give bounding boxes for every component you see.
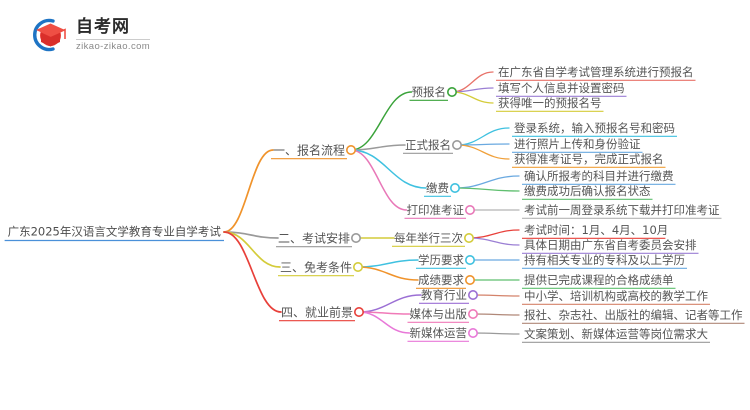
site-logo: 自考网 zikao-zikao.com bbox=[26, 12, 186, 58]
mindmap-node-l1[interactable] bbox=[350, 233, 361, 244]
mindmap-edge bbox=[358, 311, 411, 334]
mindmap-node-label: 具体日期由广东省自考委员会安排 bbox=[524, 238, 697, 252]
logo-title-cn: 自考网 bbox=[76, 17, 130, 37]
mindmap-edge bbox=[468, 229, 520, 239]
mindmap-node-label: 获得准考证号，完成正式报名 bbox=[514, 152, 664, 166]
logo-text-block: 自考网 zikao-zikao.com bbox=[76, 17, 151, 52]
mindmap-edge bbox=[350, 91, 413, 151]
mindmap-edge bbox=[472, 294, 520, 297]
mindmap-node-label: 缴费成功后确认报名状态 bbox=[524, 184, 651, 198]
mindmap-node-label: 打印准考证 bbox=[407, 203, 465, 217]
graduation-cap-logo-icon bbox=[26, 15, 70, 55]
mindmap-edge bbox=[451, 91, 494, 104]
mindmap-edge bbox=[451, 71, 494, 93]
mindmap-edge bbox=[472, 313, 520, 316]
mindmap-nodes bbox=[345, 87, 478, 338]
mindmap-node-label: 提供已完成课程的合格成绩单 bbox=[524, 273, 674, 287]
mindmap-node-label: 报社、杂志社、出版社的编辑、记者等工作 bbox=[524, 308, 743, 322]
mindmap-edge bbox=[451, 87, 494, 93]
mindmap-edge bbox=[223, 149, 274, 233]
mindmap-node-label: 一、报名流程 bbox=[273, 142, 345, 157]
mindmap-node-l2[interactable] bbox=[464, 274, 475, 285]
mindmap-edge bbox=[223, 231, 282, 313]
mindmap-underlines bbox=[4, 79, 745, 343]
mindmap-node-l1[interactable] bbox=[345, 145, 356, 156]
mindmap-edge bbox=[350, 149, 427, 189]
mindmap-node-l1[interactable] bbox=[352, 261, 363, 272]
mindmap-node-label: 文案策划、新媒体运营等岗位需求大 bbox=[524, 327, 708, 341]
mindmap-node-label: 在广东省自学考试管理系统进行预报名 bbox=[498, 65, 694, 79]
mindmap-node-label: 每年举行三次 bbox=[394, 231, 463, 245]
mindmap-node-label: 填写个人信息并设置密码 bbox=[498, 81, 625, 95]
mindmap-node-l2[interactable] bbox=[451, 140, 462, 151]
mindmap-node-label: 获得唯一的预报名号 bbox=[498, 96, 602, 110]
mindmap-node-label: 新媒体运营 bbox=[410, 326, 468, 340]
mindmap-node-l2[interactable] bbox=[464, 205, 475, 216]
mindmap-node-label: 考试前一周登录系统下载并打印准考证 bbox=[524, 203, 720, 217]
mindmap-edge bbox=[357, 266, 419, 281]
mindmap-edge bbox=[472, 332, 520, 335]
mindmap-edge bbox=[357, 259, 419, 268]
mindmap-labels: 广东2025年汉语言文学教育专业自学考试 一、报名流程 预报名 在广东省自学考试管理系… bbox=[8, 65, 743, 341]
mindmap-node-label: 媒体与出版 bbox=[410, 307, 468, 321]
mindmap-edge bbox=[468, 237, 520, 246]
mindmap-node-l2[interactable] bbox=[467, 327, 478, 338]
mindmap-edge bbox=[223, 231, 281, 268]
mindmap-node-label: 教育行业 bbox=[421, 288, 467, 302]
mindmap-node-label: 进行照片上传和身份验证 bbox=[514, 137, 641, 151]
mindmap-node-label: 学历要求 bbox=[418, 253, 464, 267]
mindmap-edge bbox=[456, 127, 510, 146]
mindmap-root-label: 广东2025年汉语言文学教育专业自学考试 bbox=[8, 224, 222, 238]
mindmap-edge bbox=[456, 144, 510, 160]
mindmap-node-label: 中小学、培训机构或高校的教学工作 bbox=[524, 289, 708, 303]
mindmap-node-label: 登录系统，输入预报名号和密码 bbox=[514, 121, 675, 135]
mindmap-node-l2[interactable] bbox=[464, 255, 475, 266]
mindmap-node-l1[interactable] bbox=[353, 306, 364, 317]
mindmap-node-l2[interactable] bbox=[467, 289, 478, 300]
mindmap-node-label: 缴费 bbox=[426, 181, 449, 195]
logo-divider bbox=[76, 39, 151, 40]
mindmap-node-l2[interactable] bbox=[449, 183, 460, 194]
mindmap-node-label: 正式报名 bbox=[405, 138, 451, 152]
mindmap-edge bbox=[350, 149, 408, 211]
mindmap-edge bbox=[454, 175, 520, 189]
logo-svg bbox=[33, 18, 66, 52]
mindmap-node-label: 持有相关专业的专科及以上学历 bbox=[524, 253, 685, 267]
mindmap-node-label: 二、考试安排 bbox=[278, 230, 350, 245]
logo-title-en: zikao-zikao.com bbox=[76, 41, 151, 52]
mindmap-node-label: 预报名 bbox=[412, 85, 447, 99]
mindmap-node-l2[interactable] bbox=[463, 233, 474, 244]
mindmap-node-l2[interactable] bbox=[446, 87, 457, 98]
mindmap-node-label: 四、就业前景 bbox=[281, 304, 353, 319]
mindmap-node-label: 考试时间：1月、4月、10月 bbox=[524, 223, 668, 237]
mindmap-edge bbox=[454, 187, 520, 192]
mindmap-node-label: 三、免考条件 bbox=[280, 259, 352, 274]
mindmap-node-l2[interactable] bbox=[467, 308, 478, 319]
mindmap-node-label: 成绩要求 bbox=[418, 273, 464, 287]
mindmap-node-label: 确认所报考的科目并进行缴费 bbox=[524, 169, 674, 183]
